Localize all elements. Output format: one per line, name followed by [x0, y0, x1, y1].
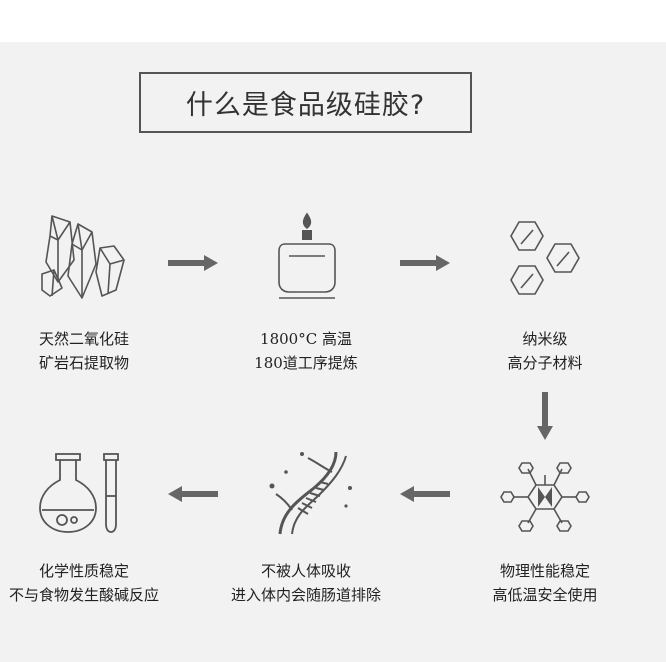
- right-arrow-icon: [400, 255, 450, 271]
- caption-line: 高低温安全使用: [492, 586, 598, 604]
- step-caption: 1800°C 高温 180道工序提炼: [206, 327, 406, 375]
- dna-icon: [262, 448, 354, 538]
- caption-line: 纳米级: [522, 330, 568, 348]
- step-caption: 纳米级 高分子材料: [445, 327, 645, 375]
- lab-flask-icon: [38, 450, 124, 536]
- left-arrow-icon: [168, 486, 218, 502]
- caption-line: 高分子材料: [507, 354, 583, 372]
- caption-line: 化学性质稳定: [38, 562, 129, 580]
- caption-line: 天然二氧化硅: [38, 330, 129, 348]
- caption-line: 180道工序提炼: [254, 354, 358, 372]
- step-caption: 不被人体吸收 进入体内会随肠道排除: [206, 559, 406, 607]
- left-arrow-icon: [400, 486, 450, 502]
- step-caption: 物理性能稳定 高低温安全使用: [445, 559, 645, 607]
- page-title: 什么是食品级硅胶?: [139, 72, 472, 133]
- candle-heating-icon: [275, 210, 339, 302]
- caption-line: 物理性能稳定: [499, 562, 590, 580]
- down-arrow-icon: [537, 392, 553, 442]
- content-panel: [0, 42, 666, 662]
- step-caption: 化学性质稳定 不与食物发生酸碱反应: [0, 559, 184, 607]
- caption-line: 不被人体吸收: [260, 562, 351, 580]
- caption-line: 不与食物发生酸碱反应: [8, 586, 159, 604]
- caption-line: 1800°C 高温: [260, 330, 352, 348]
- hexagon-molecules-icon: [505, 218, 589, 306]
- molecular-structure-icon: [500, 455, 590, 539]
- caption-line: 进入体内会随肠道排除: [230, 586, 381, 604]
- right-arrow-icon: [168, 255, 218, 271]
- crystal-icon: [38, 210, 130, 302]
- step-caption: 天然二氧化硅 矿岩石提取物: [0, 327, 184, 375]
- caption-line: 矿岩石提取物: [38, 354, 129, 372]
